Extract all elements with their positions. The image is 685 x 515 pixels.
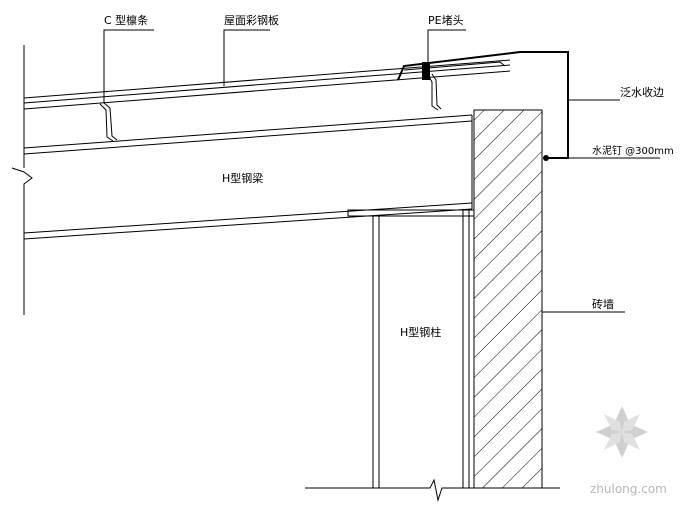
label-c-purlin: C 型檩条 (104, 13, 148, 27)
bottom-break-line (305, 478, 560, 502)
label-beam: H型钢梁 (222, 171, 263, 185)
label-flashing: 泛水收边 (620, 85, 664, 99)
label-cement-nail: 水泥钉 @300mm (592, 144, 674, 157)
watermark-logo (596, 406, 648, 458)
brick-wall (473, 109, 543, 489)
label-pe-plug: PE堵头 (428, 13, 464, 27)
label-roof-panel: 屋面彩钢板 (224, 13, 279, 27)
leader-lines (103, 29, 660, 313)
watermark-text: zhulong.com (590, 482, 667, 496)
left-break-line (11, 45, 33, 315)
c-purlin-1 (99, 102, 118, 142)
h-steel-column (347, 209, 475, 488)
pe-plug (422, 62, 430, 80)
label-brick-wall: 砖墙 (592, 297, 614, 311)
label-column: H型钢柱 (400, 325, 441, 339)
h-steel-beam (23, 114, 473, 240)
